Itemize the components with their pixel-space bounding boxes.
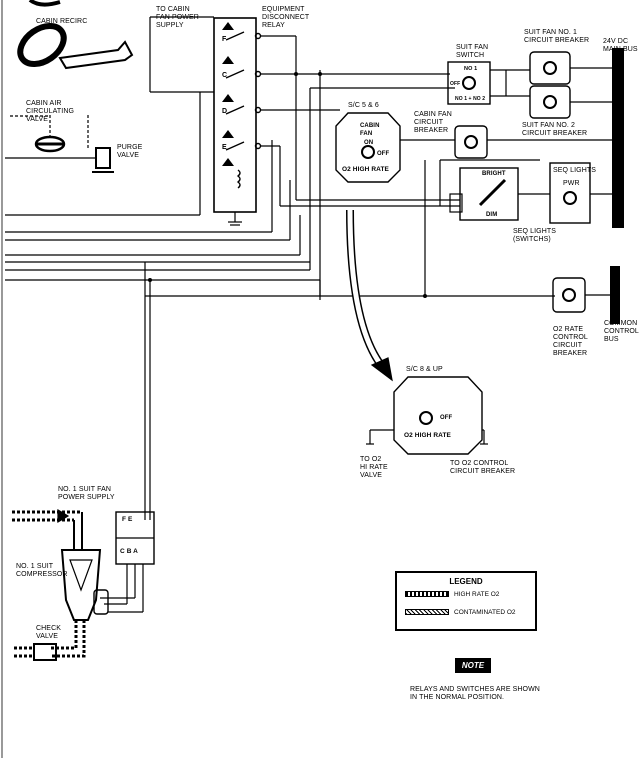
sc8-panel: [393, 376, 483, 455]
legend-item-contaminated: CONTAMINATED O2: [405, 609, 516, 616]
sc8-label: S/C 8 & UP: [406, 366, 443, 373]
relay-letter-f: F: [222, 36, 227, 43]
legend-box: LEGEND HIGH RATE O2 CONTAMINATED O2: [395, 571, 537, 631]
to-o2-valve-label: TO O2 HI RATE VALVE: [360, 456, 388, 479]
suit-fan-off: OFF: [450, 81, 461, 87]
to-o2-cb-label: TO O2 CONTROL CIRCUIT BREAKER: [450, 460, 516, 475]
check-valve: [33, 643, 57, 661]
cabin-air-valve-label: CABIN AIR CIRCULATING VALVE: [26, 100, 75, 123]
check-valve-label: CHECK VALVE: [36, 625, 62, 640]
common-bus-label: COMMON CONTROL BUS: [604, 320, 639, 343]
suit-fan-no1-no2: NO 1 + NO 2: [455, 96, 486, 102]
o2-rate-cb: [552, 277, 586, 313]
purge-valve-label: PURGE VALVE: [117, 144, 143, 159]
suit-compressor-label: NO. 1 SUIT COMPRESSOR: [16, 563, 68, 578]
equipment-disconnect-relay: [213, 17, 257, 213]
suit-compressor: [60, 549, 102, 621]
sc8-off: OFF: [440, 415, 453, 421]
bright-label: BRIGHT: [482, 171, 506, 177]
common-bus-bar: [610, 266, 620, 324]
legend-item-high-rate: HIGH RATE O2: [405, 591, 499, 598]
relay-letter-d: D: [222, 108, 228, 115]
cabin-fan-cb-label: CABIN FAN CIRCUIT BREAKER: [414, 111, 452, 134]
suit-fan-cb-2: [529, 85, 571, 119]
cabin-air-valve: [34, 115, 66, 153]
to-cabin-fan-label: TO CABIN FAN POWER SUPPLY: [156, 6, 199, 29]
suit-fan-cb1-label: SUIT FAN NO. 1 CIRCUIT BREAKER: [524, 29, 590, 44]
o2-high-rate-label: O2 HIGH RATE: [342, 166, 389, 173]
note-badge: NOTE: [455, 658, 491, 673]
equipment-relay-label: EQUIPMENT DISCONNECT RELAY: [262, 6, 310, 29]
connector-bottom-pins: C B A: [120, 548, 138, 555]
legend-swatch-high-rate: [405, 591, 449, 598]
connector-top-pins: F E: [122, 516, 133, 523]
legend-item-high-rate-label: HIGH RATE O2: [454, 591, 500, 598]
cabin-fan-off: OFF: [377, 151, 390, 157]
suit-fan-supply-label: NO. 1 SUIT FAN POWER SUPPLY: [58, 486, 115, 501]
cabin-fan-cb: [454, 125, 488, 159]
sc56-panel: [335, 112, 401, 183]
suit-fan-switch-label: SUIT FAN SWITCH: [456, 44, 489, 59]
sc56-label: S/C 5 & 6: [348, 102, 379, 109]
seq-lights-label: SEQ LIGHTS: [553, 167, 597, 174]
main-bus-label: 24V DC MAIN BUS: [603, 38, 638, 53]
cabin-recirc-label: CABIN RECIRC: [36, 18, 88, 25]
sc8-o2-high-rate: O2 HIGH RATE: [404, 432, 451, 439]
legend-item-contaminated-label: CONTAMINATED O2: [454, 609, 516, 616]
cabin-fan-on: ON: [364, 140, 374, 146]
note-text: RELAYS AND SWITCHES ARE SHOWN IN THE NOR…: [410, 686, 540, 701]
suit-fan-cb2-label: SUIT FAN NO. 2 CIRCUIT BREAKER: [522, 122, 588, 137]
o2-rate-cb-label: O2 RATE CONTROL CIRCUIT BREAKER: [553, 326, 588, 357]
relay-letter-c: C: [222, 72, 228, 79]
main-bus-bar: [612, 48, 624, 228]
suit-fan-cb-1: [529, 51, 571, 85]
relay-letter-e: E: [222, 144, 227, 151]
legend-title: LEGEND: [449, 577, 483, 586]
dim-label: DIM: [486, 212, 498, 218]
suit-fan-no1: NO 1: [464, 66, 478, 72]
purge-valve: [92, 147, 114, 173]
suit-fan-switch: [447, 61, 491, 105]
cabin-fan-label: CABIN FAN: [360, 123, 380, 137]
seq-lights-switchs-label: SEQ LIGHTS (SWITCHS): [513, 228, 557, 243]
seq-lights-pwr: [549, 162, 591, 224]
cabin-recirc-handle: [17, 22, 134, 70]
pwr-label: PWR: [563, 180, 580, 187]
legend-swatch-contaminated: [405, 609, 449, 616]
